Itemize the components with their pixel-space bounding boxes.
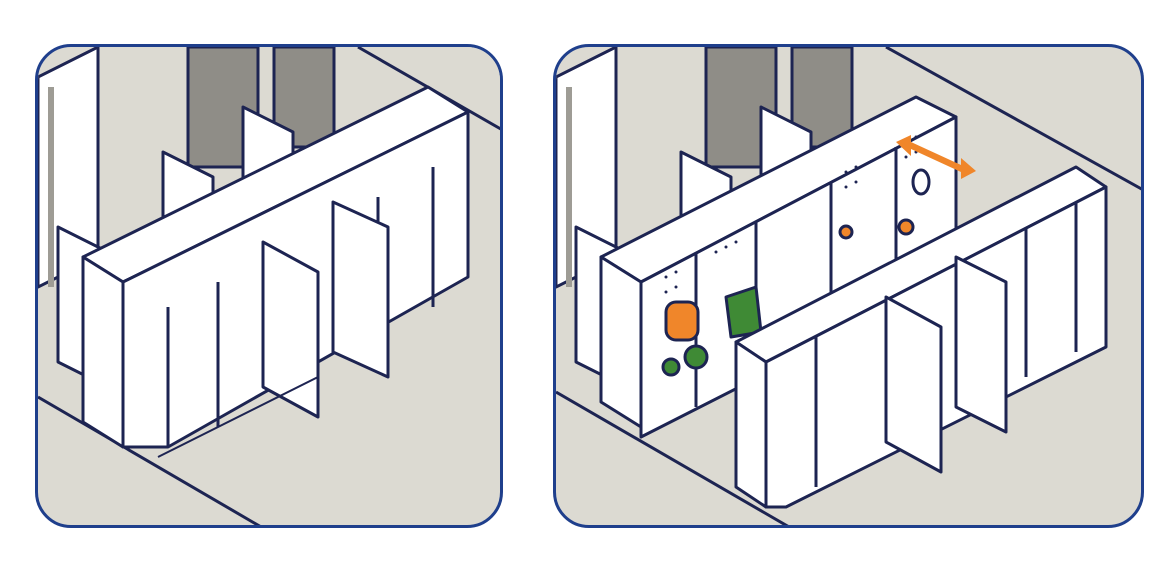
mobile-shelving-open-illustration [556,47,1141,525]
mobile-shelving-closed-illustration [38,47,500,525]
backpack-icon [664,300,700,342]
after-panel [553,44,1144,528]
helmet-icon [661,344,709,377]
pegboard-holes [664,135,918,294]
before-panel [35,44,503,528]
tool-icon [838,168,931,240]
double-arrow-icon [896,135,976,179]
jacket-icon [724,285,763,339]
